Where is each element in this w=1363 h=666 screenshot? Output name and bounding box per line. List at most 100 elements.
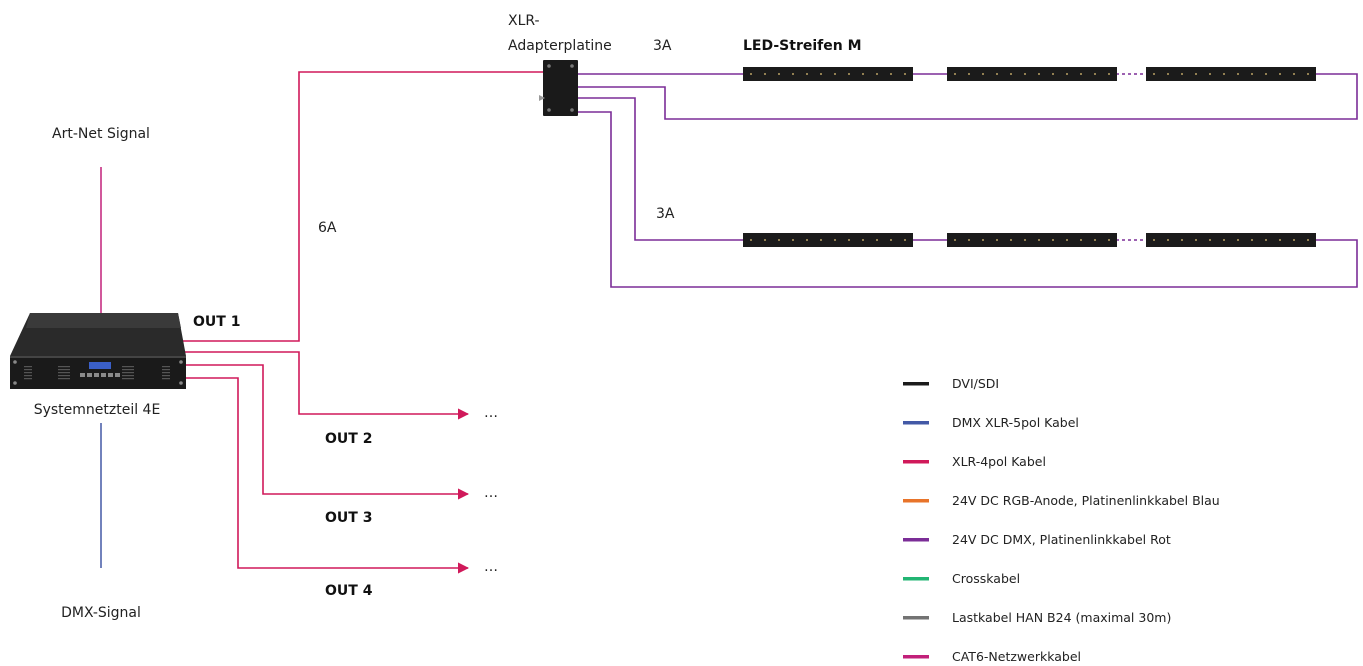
led-dot [778, 73, 780, 75]
out4-cable [185, 377, 470, 574]
led-dot [954, 73, 956, 75]
led-dot [1038, 239, 1040, 241]
legend-label: CAT6-Netzwerkkabel [952, 649, 1081, 664]
led-dot [1237, 73, 1239, 75]
strip-top-return-cable [578, 73, 1358, 120]
out4-continuation: … [484, 559, 498, 575]
led-dot [1307, 239, 1309, 241]
xlr-adapter-board [539, 60, 578, 116]
led-dot [996, 239, 998, 241]
led-dot [996, 73, 998, 75]
led-dot [1080, 73, 1082, 75]
led-dot [904, 239, 906, 241]
led-dot [954, 239, 956, 241]
legend-swatch [903, 577, 929, 581]
legend-label: DVI/SDI [952, 376, 999, 391]
led-dot [982, 73, 984, 75]
led-dot [1024, 73, 1026, 75]
legend-label: DMX XLR-5pol Kabel [952, 415, 1079, 430]
legend-swatch [903, 499, 929, 503]
led-dot [1237, 239, 1239, 241]
legend-label: Crosskabel [952, 571, 1020, 586]
led-dot [1223, 239, 1225, 241]
led-strip-top-3 [1146, 67, 1316, 81]
led-dot [1293, 73, 1295, 75]
legend-swatch [903, 421, 929, 425]
led-dot [1024, 239, 1026, 241]
led-dot [1279, 239, 1281, 241]
out3-cable [185, 364, 470, 500]
led-dot [820, 73, 822, 75]
led-dot [848, 73, 850, 75]
out1-cable [175, 71, 543, 342]
led-dot [890, 73, 892, 75]
led-dot [904, 73, 906, 75]
led-dot [1167, 73, 1169, 75]
led-dot [968, 239, 970, 241]
led-dot [1167, 239, 1169, 241]
power-supply-device [10, 313, 186, 389]
led-dot [1279, 73, 1281, 75]
led-dot [968, 73, 970, 75]
led-dot [876, 239, 878, 241]
out2-cable [185, 351, 470, 420]
led-dot [1265, 239, 1267, 241]
current-6a-label: 6A [318, 220, 337, 236]
led-dot [834, 73, 836, 75]
current-3a-top-label: 3A [653, 38, 672, 54]
led-dot [806, 239, 808, 241]
legend-label: 24V DC DMX, Platinenlinkkabel Rot [952, 532, 1171, 547]
led-dot [1052, 239, 1054, 241]
led-dot [750, 73, 752, 75]
led-dot [1108, 239, 1110, 241]
adapter-label-line2: Adapterplatine [508, 38, 612, 54]
art-net-label: Art-Net Signal [52, 126, 150, 142]
led-strip-top-1 [743, 67, 913, 81]
out2-label: OUT 2 [325, 431, 372, 447]
dmx-signal-label: DMX-Signal [61, 605, 141, 621]
led-dot [1251, 239, 1253, 241]
led-dot [1251, 73, 1253, 75]
out3-continuation: … [484, 485, 498, 501]
led-dot [1038, 73, 1040, 75]
legend-swatch [903, 655, 929, 659]
led-dot [820, 239, 822, 241]
strip-bottom-feed-cable [578, 97, 743, 241]
led-strip-top-2 [947, 67, 1117, 81]
led-strip-bottom-2 [947, 233, 1117, 247]
led-dot [1153, 73, 1155, 75]
out1-label: OUT 1 [193, 314, 240, 330]
led-dot [1307, 73, 1309, 75]
led-dot [1265, 73, 1267, 75]
led-dot [1293, 239, 1295, 241]
led-dot [890, 239, 892, 241]
led-dot [1066, 239, 1068, 241]
led-strip-bottom-3 [1146, 233, 1316, 247]
led-dot [1010, 239, 1012, 241]
legend-swatch [903, 616, 929, 620]
led-dot [792, 239, 794, 241]
led-dot [1195, 239, 1197, 241]
led-dot [862, 73, 864, 75]
led-dot [1181, 73, 1183, 75]
led-dot [1209, 239, 1211, 241]
legend-label: Lastkabel HAN B24 (maximal 30m) [952, 610, 1171, 625]
led-dot [1094, 73, 1096, 75]
led-dot [1153, 239, 1155, 241]
led-dot [1066, 73, 1068, 75]
led-dot [1052, 73, 1054, 75]
led-dot [1094, 239, 1096, 241]
led-dot [834, 239, 836, 241]
out3-label: OUT 3 [325, 510, 372, 526]
led-dot [1223, 73, 1225, 75]
strip-bottom-return-cable [578, 111, 1358, 288]
legend-label: XLR-4pol Kabel [952, 454, 1046, 469]
led-dot [862, 239, 864, 241]
led-strip-label: LED-Streifen M [743, 38, 862, 54]
led-dot [1195, 73, 1197, 75]
led-dot [876, 73, 878, 75]
led-dot [1181, 239, 1183, 241]
legend-swatch [903, 460, 929, 464]
